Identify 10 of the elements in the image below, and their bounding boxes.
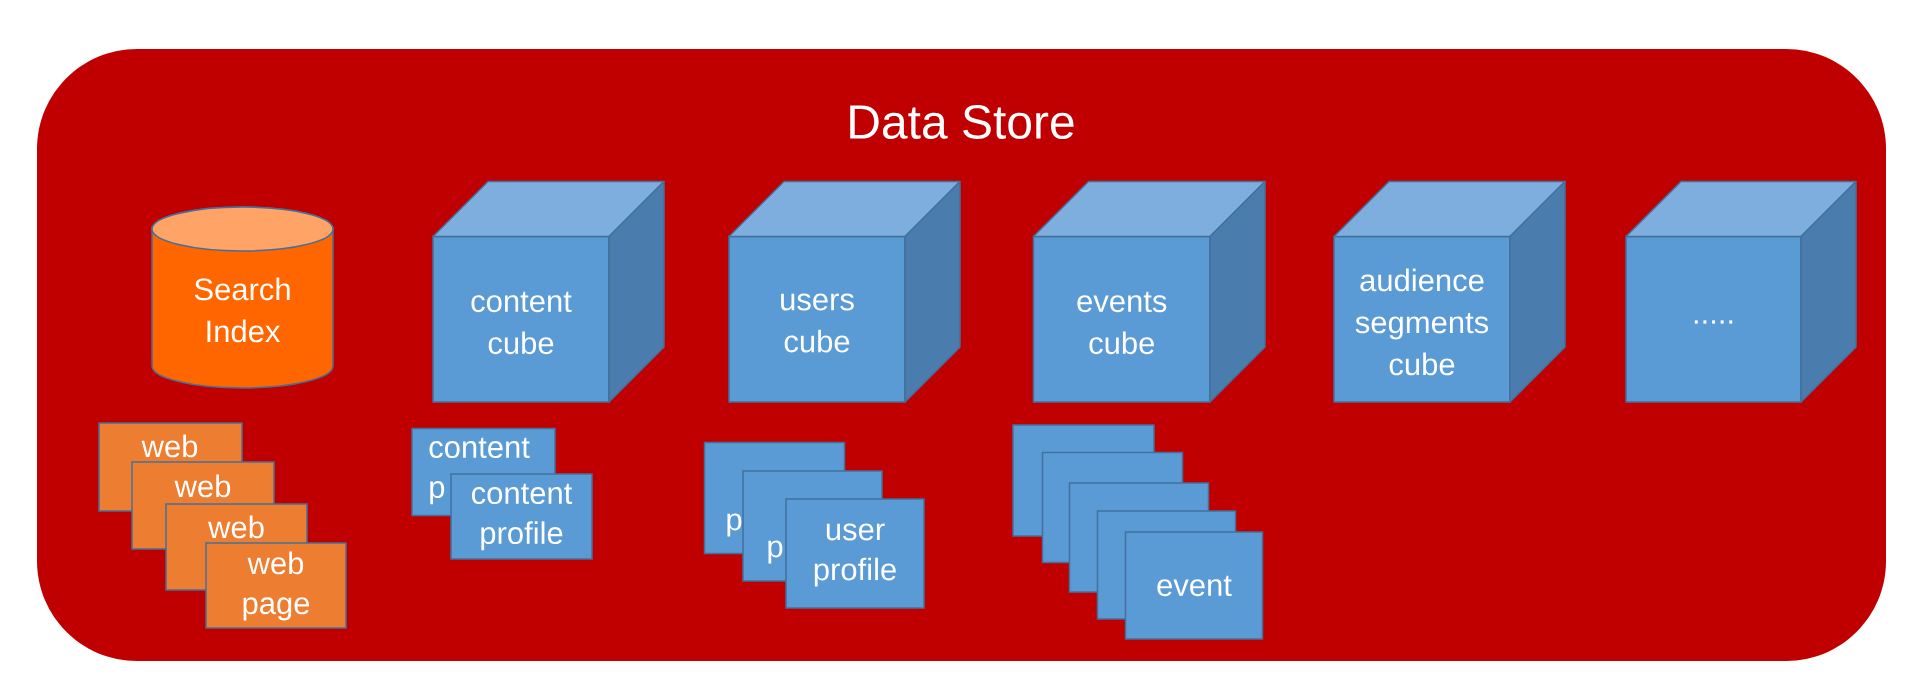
card: event bbox=[1124, 531, 1264, 640]
cube: content cube bbox=[432, 180, 665, 403]
card: content profile bbox=[450, 473, 593, 560]
database-cylinder: Search Index bbox=[151, 206, 334, 389]
card: user profile bbox=[785, 498, 925, 609]
cube: events cube bbox=[1032, 180, 1266, 403]
cube: audience segments cube bbox=[1333, 180, 1566, 403]
cube: ..... bbox=[1625, 180, 1857, 403]
card: web page bbox=[205, 542, 347, 629]
cube: users cube bbox=[728, 180, 961, 403]
